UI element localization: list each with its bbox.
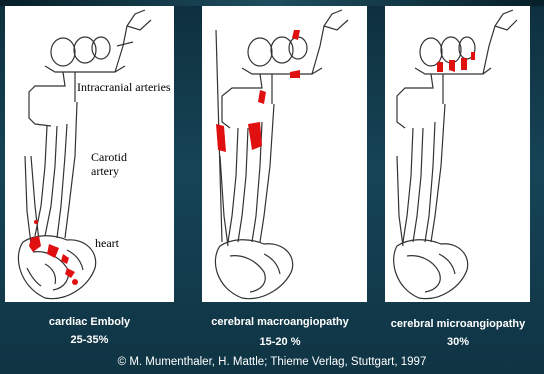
label-intracranial-arteries: Intracranial arteries <box>77 80 173 94</box>
label-carotid-artery: Carotid artery <box>91 150 151 178</box>
caption-macroangiopathy: cerebral macroangiopathy 15-20 % <box>180 314 380 350</box>
caption-percent: 25-35% <box>5 332 174 348</box>
caption-cardiac-emboly: cardiac Emboly 25-35% <box>5 314 174 348</box>
panel-cardiac-emboly: Intracranial arteries Carotid artery hea… <box>5 6 174 302</box>
label-heart: heart <box>95 236 119 250</box>
caption-percent: 15-20 % <box>180 334 380 350</box>
caption-percent: 30% <box>372 334 544 350</box>
caption-title: cerebral microangiopathy <box>372 316 544 332</box>
vascular-illustration-microangiopathy <box>385 6 530 302</box>
panel-cerebral-microangiopathy <box>385 6 530 302</box>
caption-title: cardiac Emboly <box>5 314 174 330</box>
vascular-illustration-macroangiopathy <box>202 6 367 302</box>
panel-cerebral-macroangiopathy <box>202 6 367 302</box>
caption-microangiopathy: cerebral microangiopathy 30% <box>372 316 544 350</box>
caption-title: cerebral macroangiopathy <box>180 314 380 330</box>
copyright-notice: © M. Mumenthaler, H. Mattle; Thieme Verl… <box>0 356 544 368</box>
